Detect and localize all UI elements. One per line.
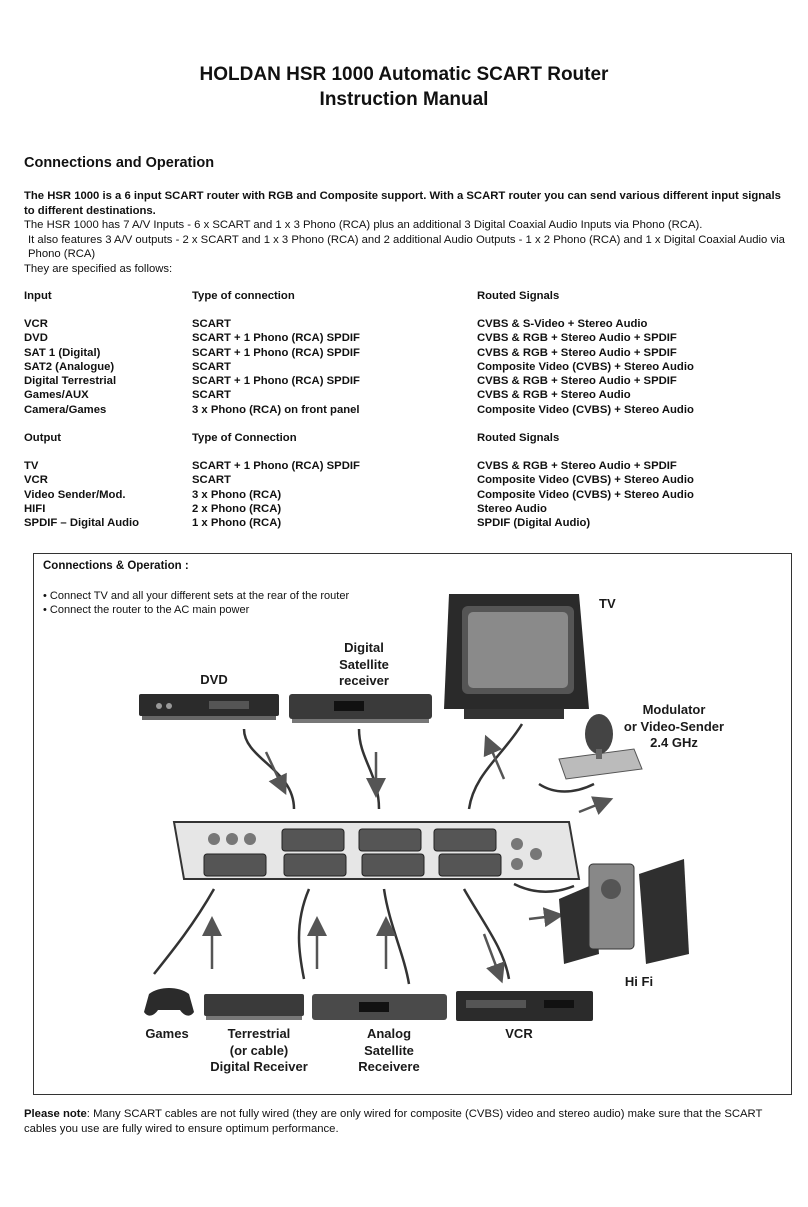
outputs-table: Output TV VCR Video Sender/Mod. HIFI SPD…	[24, 431, 794, 533]
hifi-icon	[559, 859, 689, 964]
table-cell: SCART	[192, 318, 231, 330]
label-analog-satellite: Analog Satellite Receivere	[358, 1026, 420, 1074]
table-cell: SPDIF (Digital Audio)	[477, 517, 591, 530]
table-cell: SAT2 (Analogue)	[24, 360, 115, 373]
modulator-icon	[558, 714, 643, 780]
label-terrestrial: Terrestrial (or cable) Digital Receiver	[210, 1026, 308, 1074]
diagram-steps: • Connect TV and all your different sets…	[43, 589, 349, 617]
table-cell: Games/AUX	[24, 389, 89, 402]
label-vcr: VCR	[505, 1026, 533, 1041]
arrows-bottom	[202, 907, 564, 984]
outputs-col-type: Type of Connection SCART + 1 Phono (RCA)…	[192, 431, 360, 530]
table-cell: SAT 1 (Digital)	[24, 346, 101, 359]
note-text: : Many SCART cables are not fully wired …	[24, 1108, 763, 1135]
table-header: Type of connection	[192, 290, 295, 302]
table-cell: CVBS & RGB + Stereo Audio + SPDIF	[477, 346, 677, 359]
inputs-col-signals: Routed Signals CVBS & S-Video + Stereo A…	[477, 289, 694, 417]
document-subtitle: Instruction Manual	[319, 89, 489, 110]
label-dvd: DVD	[200, 672, 228, 687]
table-cell: CVBS & RGB + Stereo Audio + SPDIF	[477, 460, 677, 472]
table-cell: HIFI	[24, 502, 46, 515]
table-cell: 3 x Phono (RCA) on front panel	[192, 403, 360, 416]
game-controller-icon	[144, 988, 194, 1016]
table-cell: SCART	[192, 474, 231, 487]
table-cell: CVBS & RGB + Stereo Audio + SPDIF	[477, 375, 677, 388]
label-digital-satellite: Digital Satellite receiver	[339, 640, 389, 688]
diagram-illustration	[139, 594, 689, 1021]
connection-diagram: Connections & Operation : • Connect TV a…	[33, 553, 792, 1095]
table-cell: Camera/Games	[24, 403, 107, 416]
intro-line-3: They are specified as follows:	[24, 262, 173, 275]
cables-bottom	[153, 882, 575, 985]
table-cell: CVBS & RGB + Stereo Audio + SPDIF	[477, 332, 677, 345]
table-cell: SPDIF – Digital Audio	[24, 517, 140, 530]
arrows-top	[264, 734, 614, 815]
digital-satellite-receiver-icon	[289, 694, 432, 723]
label-modulator: Modulator or Video-Sender 2.4 GHz	[623, 702, 725, 750]
table-cell: Digital Terrestrial	[24, 375, 117, 388]
table-header: Type of Connection	[192, 432, 297, 444]
table-cell: TV	[24, 460, 39, 472]
table-cell: 2 x Phono (RCA)	[192, 502, 282, 515]
intro-paragraph: The HSR 1000 is a 6 input SCART router w…	[24, 189, 789, 276]
table-cell: SCART + 1 Phono (RCA) SPDIF	[192, 375, 360, 388]
table-cell: VCR	[24, 318, 48, 330]
intro-bold-lead: The HSR 1000 is a 6 input SCART router w…	[24, 190, 781, 217]
vcr-icon	[456, 991, 593, 1021]
table-cell: CVBS & S-Video + Stereo Audio	[477, 318, 648, 330]
inputs-col-type: Type of connection SCART SCART + 1 Phono…	[192, 289, 360, 417]
label-hifi: Hi Fi	[624, 974, 654, 989]
table-header: Input	[24, 290, 52, 302]
table-cell: SCART + 1 Phono (RCA) SPDIF	[192, 346, 360, 359]
analog-satellite-receiver-icon	[312, 994, 447, 1020]
label-tv: TV	[599, 596, 616, 611]
outputs-col-output: Output TV VCR Video Sender/Mod. HIFI SPD…	[24, 431, 139, 530]
table-cell: 3 x Phono (RCA)	[192, 488, 282, 501]
cables-top	[242, 723, 595, 810]
table-cell: Composite Video (CVBS) + Stereo Audio	[477, 403, 694, 416]
diagram-heading: Connections & Operation :	[43, 560, 189, 572]
outputs-col-signals: Routed Signals CVBS & RGB + Stereo Audio…	[477, 431, 694, 530]
table-cell: DVD	[24, 332, 48, 345]
table-cell: CVBS & RGB + Stereo Audio	[477, 389, 631, 402]
tv-icon	[444, 594, 589, 719]
table-cell: SCART + 1 Phono (RCA) SPDIF	[192, 332, 360, 345]
table-cell: Composite Video (CVBS) + Stereo Audio	[477, 474, 694, 487]
table-cell: Video Sender/Mod.	[24, 488, 126, 501]
step-2: • Connect the router to the AC main powe…	[43, 604, 250, 616]
terrestrial-receiver-icon	[204, 994, 304, 1020]
label-games: Games	[145, 1026, 189, 1041]
table-cell: Composite Video (CVBS) + Stereo Audio	[477, 488, 694, 501]
table-cell: 1 x Phono (RCA)	[192, 517, 282, 530]
intro-line-2: It also features 3 A/V outputs - 2 x SCA…	[28, 233, 785, 261]
table-header: Routed Signals	[477, 432, 560, 444]
step-1: • Connect TV and all your different sets…	[43, 590, 350, 602]
table-cell: SCART	[192, 360, 231, 373]
dvd-player-icon	[139, 694, 279, 720]
table-header: Routed Signals	[477, 290, 560, 302]
table-header: Output	[24, 432, 62, 444]
please-note: Please note: Many SCART cables are not f…	[24, 1107, 794, 1136]
note-label: Please note	[24, 1108, 87, 1120]
table-cell: SCART	[192, 389, 231, 402]
table-cell: Stereo Audio	[477, 502, 547, 515]
table-cell: Composite Video (CVBS) + Stereo Audio	[477, 360, 694, 373]
table-cell: SCART + 1 Phono (RCA) SPDIF	[192, 460, 360, 472]
table-cell: VCR	[24, 474, 48, 487]
section-heading: Connections and Operation	[24, 155, 215, 171]
scart-router-icon	[172, 821, 581, 880]
document-title: HOLDAN HSR 1000 Automatic SCART Router	[199, 64, 609, 85]
inputs-col-input: Input VCR DVD SAT 1 (Digital) SAT2 (Anal…	[24, 289, 116, 417]
intro-line-1: The HSR 1000 has 7 A/V Inputs - 6 x SCAR…	[24, 219, 703, 231]
inputs-table: Input VCR DVD SAT 1 (Digital) SAT2 (Anal…	[24, 289, 794, 419]
